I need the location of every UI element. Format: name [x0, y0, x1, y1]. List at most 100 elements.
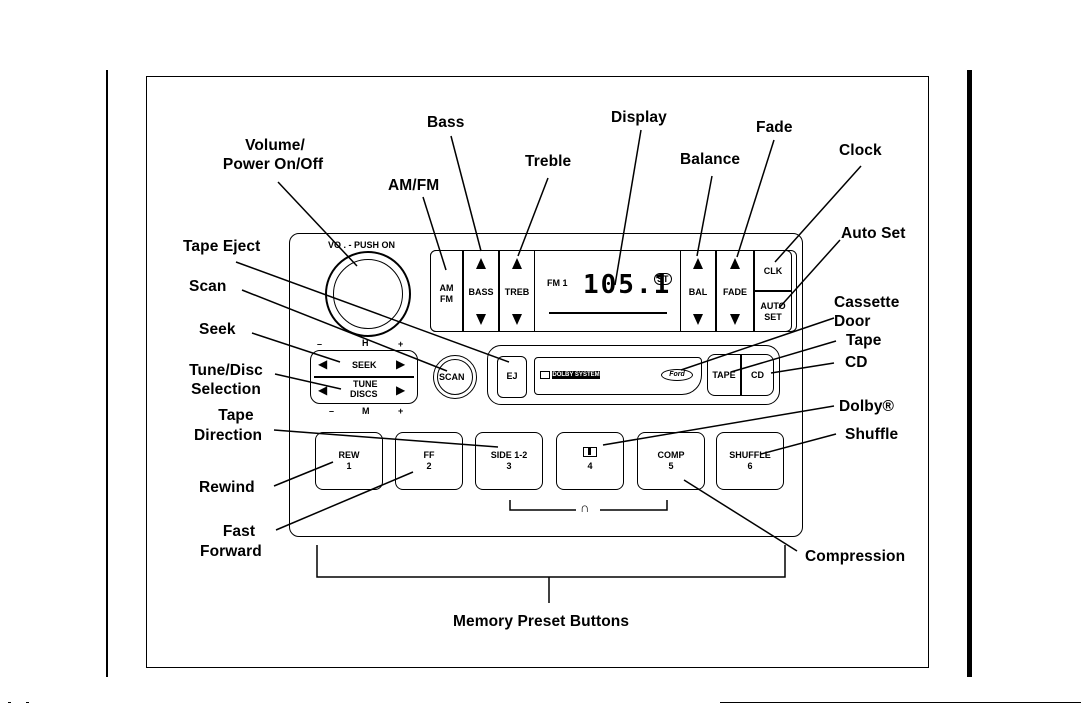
- scan-button[interactable]: [433, 355, 477, 399]
- tape-button[interactable]: TAPE: [707, 354, 741, 396]
- vol-push-on-label: VO . - PUSH ON: [328, 240, 396, 250]
- bass-label: BASS: [468, 287, 494, 297]
- display-bar: [549, 312, 667, 314]
- leader-treble: [517, 177, 549, 257]
- eject-button[interactable]: EJ: [497, 356, 527, 398]
- label-tape: Tape: [846, 332, 882, 349]
- m-label: M: [362, 406, 370, 416]
- cd-btn-label: CD: [751, 370, 764, 380]
- label-auto-set: Auto Set: [841, 225, 906, 242]
- leader-balance: [696, 175, 713, 257]
- seek-label: SEEK: [352, 360, 377, 370]
- label-bass: Bass: [427, 114, 465, 131]
- seek-left-icon: ◀: [318, 357, 328, 371]
- label-shuffle: Shuffle: [845, 426, 899, 443]
- discs-label: DISCS: [350, 389, 378, 399]
- ff-label: FF: [423, 450, 435, 460]
- leader-amfm: [422, 196, 447, 271]
- fade-button[interactable]: FADE: [716, 250, 754, 332]
- label-compression: Compression: [805, 548, 906, 565]
- auto-label: AUTO: [760, 301, 786, 311]
- preset-1-rew-button[interactable]: REW 1: [315, 432, 383, 490]
- leader-cd: [770, 362, 835, 374]
- preset-6-number: 6: [747, 461, 753, 471]
- label-tape-direction-2: Direction: [194, 427, 263, 444]
- label-rewind: Rewind: [199, 479, 255, 496]
- preset-2-number: 2: [426, 461, 432, 471]
- label-fade: Fade: [756, 119, 793, 136]
- preset-6-shuffle-button[interactable]: SHUFFLE 6: [716, 432, 784, 490]
- leader-shuffle: [760, 433, 837, 455]
- rocker-divider: [314, 376, 414, 378]
- balance-up-icon: [693, 258, 703, 269]
- leader-fade: [736, 139, 775, 258]
- corner-mark: [26, 702, 29, 703]
- preset-1-number: 1: [346, 461, 352, 471]
- bracket-right: [600, 500, 668, 511]
- ej-label: EJ: [506, 371, 518, 381]
- preset-bracket: [316, 545, 786, 578]
- comp-label: COMP: [657, 450, 685, 460]
- label-dolby: Dolby®: [839, 398, 895, 415]
- label-seek: Seek: [199, 321, 236, 338]
- cassette-door[interactable]: DOLBY SYSTEM Ford: [534, 357, 702, 395]
- scan-label: SCAN: [439, 372, 465, 382]
- clk-label: CLK: [763, 266, 783, 276]
- tape-btn-label: TAPE: [712, 370, 736, 380]
- leader-scan: [241, 289, 448, 372]
- leader-display: [614, 129, 642, 286]
- seek-button[interactable]: ◀ SEEK ▶: [314, 352, 414, 376]
- bass-down-icon: [476, 314, 486, 325]
- leader-auto-set: [778, 239, 841, 309]
- fade-up-icon: [730, 258, 740, 269]
- bottom-rule: [720, 702, 1081, 703]
- tune-left-icon: ◀: [318, 383, 328, 397]
- preset-4-dolby-button[interactable]: 4: [556, 432, 624, 490]
- h-plus: +: [398, 339, 404, 349]
- display-screen: FM 1 105.1 ST: [535, 250, 680, 332]
- clock-button[interactable]: CLK: [754, 250, 792, 291]
- treble-button[interactable]: TREB: [499, 250, 535, 332]
- label-amfm: AM/FM: [388, 177, 440, 194]
- label-cassette: Cassette: [834, 294, 900, 311]
- label-forward: Forward: [200, 543, 262, 560]
- bracket-left: [509, 500, 576, 511]
- scan-button-inner: [437, 359, 473, 395]
- auto-set-button[interactable]: AUTO SET: [754, 291, 792, 332]
- label-display: Display: [611, 109, 667, 126]
- corner-mark: [8, 702, 11, 703]
- label-tune-disc: Tune/Disc: [189, 362, 263, 379]
- preset-5-number: 5: [668, 461, 674, 471]
- right-margin-rule: [967, 70, 972, 677]
- ford-logo: Ford: [661, 369, 693, 381]
- volume-knob[interactable]: [325, 251, 411, 337]
- label-clock: Clock: [839, 142, 882, 159]
- dolby-system-logo: DOLBY SYSTEM: [552, 371, 600, 379]
- leader-compression: [683, 479, 798, 552]
- label-volume: Volume/: [245, 137, 305, 154]
- preset-5-comp-button[interactable]: COMP 5: [637, 432, 705, 490]
- preset-4-number: 4: [587, 461, 593, 471]
- label-power: Power On/Off: [222, 156, 324, 173]
- dolby-mark-icon: [540, 371, 550, 379]
- treble-label: TREB: [504, 287, 530, 297]
- leader-cassette-door: [680, 317, 835, 371]
- leader-volume: [277, 181, 358, 267]
- seek-right-icon: ▶: [396, 357, 406, 371]
- label-memory-preset: Memory Preset Buttons: [453, 613, 630, 630]
- bass-up-icon: [476, 258, 486, 269]
- label-fast: Fast: [222, 523, 256, 540]
- preset-3-side-button[interactable]: SIDE 1-2 3: [475, 432, 543, 490]
- volume-knob-inner: [333, 259, 403, 329]
- rew-label: REW: [338, 450, 360, 460]
- balance-down-icon: [693, 314, 703, 325]
- leader-seek: [251, 332, 341, 363]
- tune-label: TUNE: [353, 379, 378, 389]
- tune-discs-button[interactable]: ◀ TUNE DISCS ▶: [314, 377, 414, 403]
- treble-down-icon: [512, 314, 522, 325]
- preset-3-number: 3: [506, 461, 512, 471]
- label-treble: Treble: [525, 153, 572, 170]
- am-fm-button[interactable]: AM FM: [430, 250, 463, 332]
- h-minus: –: [317, 339, 323, 349]
